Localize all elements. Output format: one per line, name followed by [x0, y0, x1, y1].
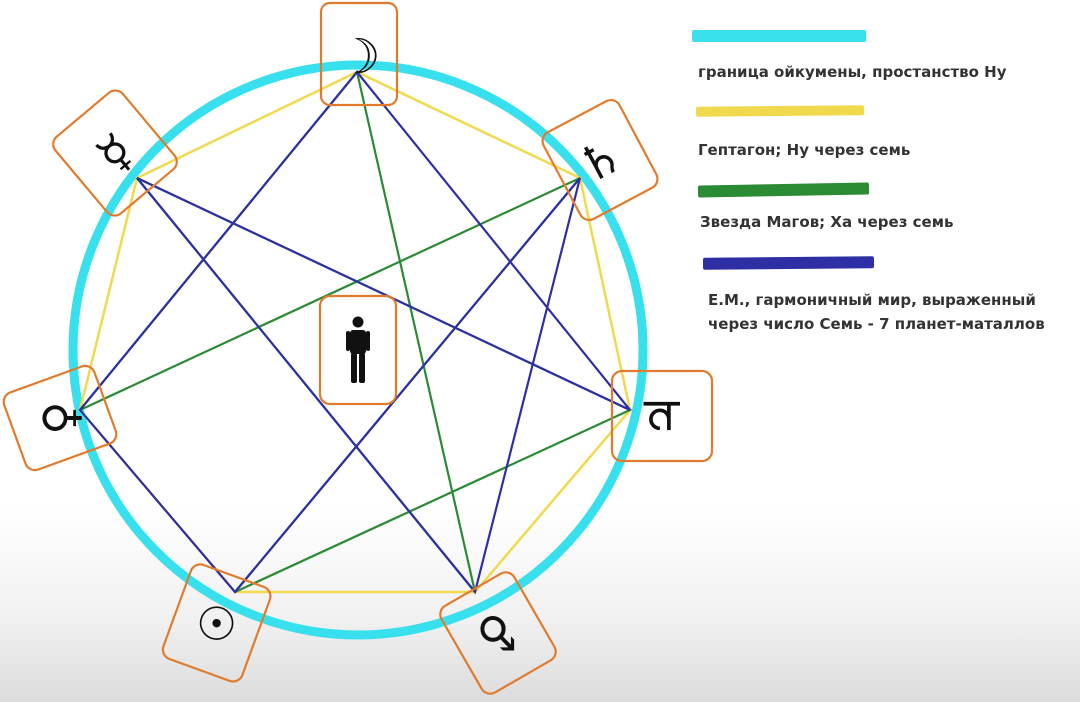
legend-label-heptagon: Гептагон; Ну через семь: [698, 141, 911, 159]
sun-icon: ☉: [188, 591, 245, 656]
legend-swatch-oecumene: [692, 30, 866, 42]
legend-swatch-em-heptagram: [702, 256, 875, 270]
planet-box-venus: ♀: [2, 364, 118, 472]
legend-label-em-heptagram-line1: Е.М., гармоничный мир, выраженный: [708, 291, 1036, 309]
oecumene-boundary-circle: [68, 60, 648, 640]
legend-label-oecumene: граница ойкумены, простанство Ну: [698, 63, 1007, 81]
mars-icon: ♂: [470, 612, 524, 653]
venus-icon: ♀: [33, 401, 87, 435]
moon-icon: ☽: [337, 29, 380, 85]
em-heptagram: [78, 70, 631, 595]
legend-label-em-heptagram-line2: через число Семь - 7 планет-маталлов: [708, 315, 1045, 333]
center-box-human: [318, 294, 398, 406]
planet-box-jupiter: ♃: [610, 369, 714, 463]
planet-box-moon: ☽: [319, 1, 399, 107]
heptagon: [78, 70, 632, 594]
human-figure-icon: [346, 316, 370, 383]
legend-label-star-of-magi: Звезда Магов; Ха через семь: [700, 213, 954, 231]
jupiter-icon: ♃: [634, 394, 692, 439]
planet-box-mars: ♂: [439, 571, 557, 695]
planet-box-sun: ☉: [161, 563, 272, 683]
legend-swatch-heptagon: [695, 105, 865, 117]
